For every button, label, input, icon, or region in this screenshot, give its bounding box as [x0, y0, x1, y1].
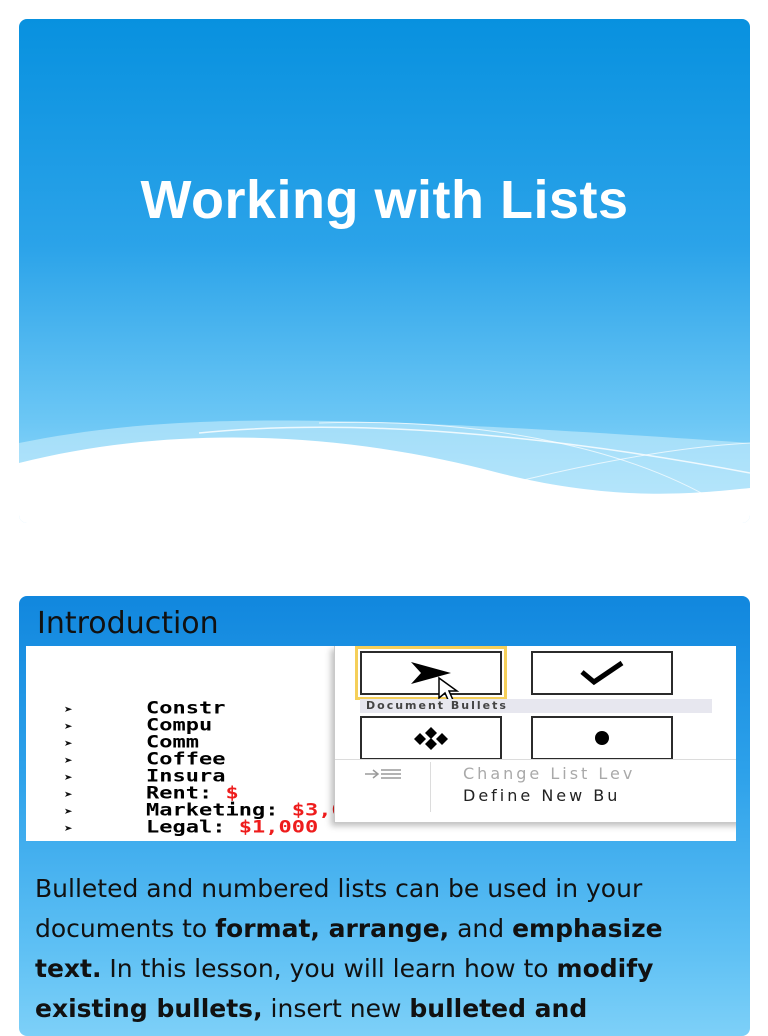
slide-title: Working with Lists: [140, 170, 629, 230]
list-item: ➤Compu: [64, 715, 213, 736]
diamond-cluster-icon: [414, 727, 448, 750]
arrow-bullet-icon: ➤: [64, 821, 74, 836]
arrow-bullet-icon: ➤: [64, 719, 74, 734]
arrow-bullet-icon: ➤: [64, 787, 74, 802]
arrow-bullet-icon: ➤: [64, 702, 74, 717]
list-item: ➤Legal: $1,000: [64, 817, 319, 838]
slide-heading: Introduction: [37, 606, 219, 641]
arrow-bullet-icon: ➤: [64, 736, 74, 751]
list-item: ➤Insura: [64, 766, 226, 787]
introduction-slide: Introduction ➤Constr ➤Compu ➤Comm ➤Coffe…: [19, 596, 750, 1036]
wave-decoration: [19, 420, 750, 523]
list-item: ➤Marketing: $3,000: [64, 800, 372, 821]
menu-divider: [430, 762, 431, 812]
bullets-screenshot: ➤Constr ➤Compu ➤Comm ➤Coffee ➤Insura ➤Re…: [26, 646, 736, 841]
document-list: ➤Constr ➤Compu ➤Comm ➤Coffee ➤Insura ➤Re…: [64, 698, 372, 838]
round-bullet-option[interactable]: [531, 716, 673, 760]
arrow-bullet-icon: [411, 662, 451, 684]
checkmark-icon: [580, 660, 624, 686]
list-item: ➤Rent: $: [64, 783, 239, 804]
round-bullet-icon: [595, 731, 609, 745]
arrow-bullet-option[interactable]: [355, 646, 507, 700]
define-new-bullet-item[interactable]: Define New Bu: [463, 786, 621, 805]
arrow-bullet-icon: ➤: [64, 770, 74, 785]
list-item: ➤Coffee: [64, 749, 226, 770]
list-item: ➤Constr: [64, 698, 226, 719]
menu-divider: [335, 759, 736, 760]
document-bullets-label: Document Bullets: [360, 699, 712, 713]
change-list-level-item[interactable]: Change List Lev: [463, 764, 636, 783]
list-item: ➤Comm: [64, 732, 199, 753]
diamond-bullet-option[interactable]: [360, 716, 502, 760]
checkmark-bullet-option[interactable]: [531, 651, 673, 695]
title-slide: Working with Lists: [19, 19, 750, 523]
intro-paragraph: Bulleted and numbered lists can be used …: [35, 874, 663, 1023]
arrow-bullet-icon: ➤: [64, 804, 74, 819]
arrow-bullet-icon: ➤: [64, 753, 74, 768]
indent-list-icon: [365, 769, 401, 779]
bullets-dropdown-menu: Document Bullets: [334, 646, 736, 823]
